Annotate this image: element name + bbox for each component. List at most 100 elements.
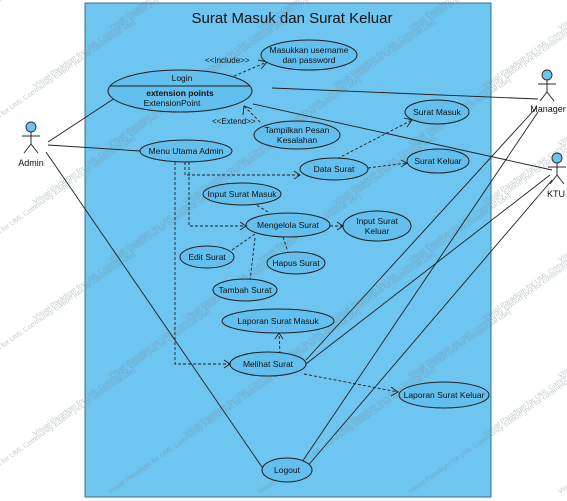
admin-head <box>25 121 37 133</box>
lap-masuk-ellipse[interactable] <box>221 308 335 334</box>
use-case-surat-keluar[interactable]: Surat Keluar <box>406 148 470 174</box>
tampilkan-line2: Kesalahan <box>277 135 317 145</box>
ktu-label: KTU <box>547 189 565 199</box>
dep-data-keluar <box>367 162 408 169</box>
use-case-masukkan[interactable]: Masukkan username dan password <box>260 39 358 71</box>
hapus-ellipse[interactable] <box>266 251 326 275</box>
admin-leg-right <box>30 143 39 154</box>
input-keluar-line1: Input Surat <box>356 216 398 226</box>
use-case-hapus[interactable]: Hapus Surat <box>266 251 326 275</box>
use-case-input-keluar[interactable]: Input Surat Keluar <box>342 210 412 242</box>
logout-ellipse[interactable] <box>261 457 313 483</box>
dep-melihat-lapkeluar <box>303 373 399 393</box>
hapus-label: Hapus Surat <box>272 258 320 268</box>
actor-ktu[interactable]: KTU <box>547 152 566 199</box>
use-case-melihat[interactable]: Melihat Surat <box>229 351 307 377</box>
watermark-text: Visual Paradigm for UML Community Editio… <box>482 309 567 438</box>
arrowhead-data <box>293 170 301 180</box>
use-case-edit[interactable]: Edit Surat <box>179 245 235 269</box>
dep-menu-data <box>184 162 300 176</box>
surat-keluar-ellipse[interactable] <box>406 148 470 174</box>
use-case-lap-keluar[interactable]: Laporan Surat Keluar <box>398 381 490 409</box>
include-label: <<Include>> <box>205 56 250 65</box>
assoc-ktu-logout <box>305 179 553 469</box>
watermark-text: Visual Paradigm for UML Community Editio… <box>482 77 567 206</box>
login-ext-title: extension points <box>146 88 214 98</box>
lap-keluar-ellipse[interactable] <box>398 381 490 409</box>
ktu-leg-left <box>549 174 558 185</box>
lap-keluar-label: Laporan Surat Keluar <box>404 390 485 400</box>
data-surat-label: Data Surat <box>314 164 355 174</box>
arrowhead-extend <box>242 105 253 116</box>
use-case-surat-masuk[interactable]: Surat Masuk <box>404 99 470 125</box>
masukkan-line2: dan password <box>283 55 336 65</box>
dep-menu-melihat <box>174 162 230 365</box>
surat-masuk-ellipse[interactable] <box>404 99 470 125</box>
manager-leg-left <box>539 91 548 102</box>
assoc-ktu-melihat <box>301 174 551 368</box>
input-keluar-line2: Keluar <box>365 226 390 236</box>
edit-ellipse[interactable] <box>179 245 235 269</box>
surat-keluar-label: Surat Keluar <box>414 156 461 166</box>
login-label: Login <box>172 73 193 83</box>
dep-menu-mengelola <box>188 162 246 227</box>
dep-melihat-lapmasuk <box>278 332 281 355</box>
manager-head <box>541 69 553 81</box>
use-case-login[interactable]: Login extension points ExtensionPoint <box>107 69 253 113</box>
admin-leg-left <box>23 143 32 154</box>
assoc-ktu-login <box>252 103 553 171</box>
menu-utama-label: Menu Utama Admin <box>149 146 224 156</box>
tambah-ellipse[interactable] <box>212 278 278 302</box>
input-masuk-ellipse[interactable] <box>202 182 282 206</box>
dep-mengelola-hapus <box>282 236 289 253</box>
logout-label: Logout <box>274 465 301 475</box>
use-case-input-masuk[interactable]: Input Surat Masuk <box>202 182 282 206</box>
manager-leg-right <box>546 91 555 102</box>
mengelola-ellipse[interactable] <box>245 212 331 238</box>
admin-label: Admin <box>18 158 44 168</box>
actor-admin[interactable]: Admin <box>18 121 44 168</box>
diagram-title: Surat Masuk dan Surat Keluar <box>192 10 393 27</box>
assoc-admin-logout <box>45 151 265 471</box>
assoc-manager-logout <box>299 111 539 466</box>
tambah-label: Tambah Surat <box>219 285 273 295</box>
arrowhead-lapkeluar <box>390 386 399 397</box>
mengelola-label: Mengelola Surat <box>257 220 320 230</box>
masukkan-line1: Masukkan username <box>270 45 349 55</box>
use-case-logout[interactable]: Logout <box>261 457 313 483</box>
melihat-ellipse[interactable] <box>229 351 307 377</box>
masukkan-ellipse[interactable] <box>260 39 358 71</box>
assoc-manager-login <box>271 87 539 100</box>
melihat-label: Melihat Surat <box>243 359 294 369</box>
tampilkan-ellipse[interactable] <box>253 120 341 150</box>
use-case-lap-masuk[interactable]: Laporan Surat Masuk <box>221 308 335 334</box>
use-case-menu-utama[interactable]: Menu Utama Admin <box>139 139 233 163</box>
ktu-head <box>551 152 563 164</box>
actor-manager[interactable]: Manager <box>530 69 566 114</box>
use-case-tambah[interactable]: Tambah Surat <box>212 278 278 302</box>
surat-masuk-label: Surat Masuk <box>413 107 461 117</box>
use-case-data-surat[interactable]: Data Surat <box>299 157 369 181</box>
use-case-mengelola[interactable]: Mengelola Surat <box>245 212 331 238</box>
associations <box>45 87 553 471</box>
dep-tampilkan-login <box>243 105 263 125</box>
menu-utama-ellipse[interactable] <box>139 139 233 163</box>
login-ellipse[interactable] <box>107 69 253 113</box>
use-case-tampilkan[interactable]: Tampilkan Pesan Kesalahan <box>253 120 341 150</box>
tampilkan-line1: Tampilkan Pesan <box>265 125 330 135</box>
data-surat-ellipse[interactable] <box>299 157 369 181</box>
assoc-admin-login <box>47 95 119 143</box>
dep-mengelola-inputmasuk <box>252 202 269 213</box>
ktu-leg-right <box>556 174 565 185</box>
login-ext-point: ExtensionPoint <box>144 98 201 108</box>
manager-label: Manager <box>530 104 566 114</box>
dependencies <box>174 59 413 397</box>
dep-mengelola-tambah <box>249 237 256 282</box>
input-keluar-ellipse[interactable] <box>342 210 412 242</box>
dep-login-masukkan <box>233 61 268 77</box>
lap-masuk-label: Laporan Surat Masuk <box>237 316 319 326</box>
extend-label: <<Extend>> <box>212 117 256 126</box>
assoc-manager-melihat <box>305 107 537 361</box>
